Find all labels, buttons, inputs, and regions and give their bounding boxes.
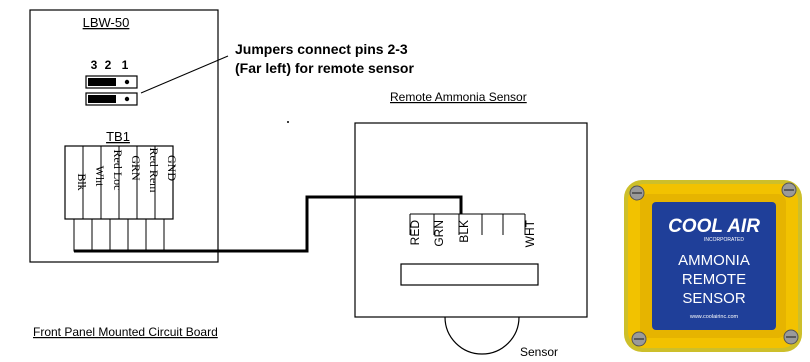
product-line-ammonia: AMMONIA [678,252,750,269]
sensor-label: Sensor [520,345,558,357]
product-sensor-photo [624,180,802,352]
board-caption: Front Panel Mounted Circuit Board [33,325,218,339]
wire-label-wht: WHT [523,219,537,247]
terminal-label-red-loc: Red Loc [111,150,125,191]
jumper-number-2: 2 [105,58,112,72]
sensor-cable [74,195,463,253]
terminal-block-title: TB1 [106,129,130,144]
terminal-label-grn: GRN [129,155,143,181]
wire-label-blk: BLK [457,220,471,243]
jumper-note-line2: (Far left) for remote sensor [235,60,414,76]
remote-sensor-title: Remote Ammonia Sensor [390,90,527,104]
stray-dot [287,121,289,123]
terminal-label-blk: Blk [75,173,89,190]
sensor-pin-header [400,213,539,286]
remote-sensor-box [354,122,588,318]
product-line-sensor: SENSOR [682,290,746,307]
product-line-remote: REMOTE [682,271,746,288]
product-website: www.coolairinc.com [689,314,739,320]
jumper-number-3: 3 [91,58,98,72]
jumper-note-line1: Jumpers connect pins 2-3 [235,41,408,57]
terminal-label-red-rem: Red Rem [147,148,161,194]
wire-label-grn: GRN [432,220,446,247]
circuit-board [29,9,219,263]
jumper-number-1: 1 [122,58,129,72]
product-brand-sub: INCORPORATED [704,237,744,243]
terminal-label-wht: Wht [93,166,107,187]
board-title: LBW-50 [83,15,130,30]
jumper-block [85,75,138,106]
terminal-label-gnd: GND [165,155,179,181]
wire-label-red: RED [408,220,422,246]
product-brand: COOL AIR [668,216,760,237]
terminal-block [64,145,174,252]
callout-line [140,55,229,94]
sensor-dome [444,316,520,355]
product-face [652,202,776,330]
